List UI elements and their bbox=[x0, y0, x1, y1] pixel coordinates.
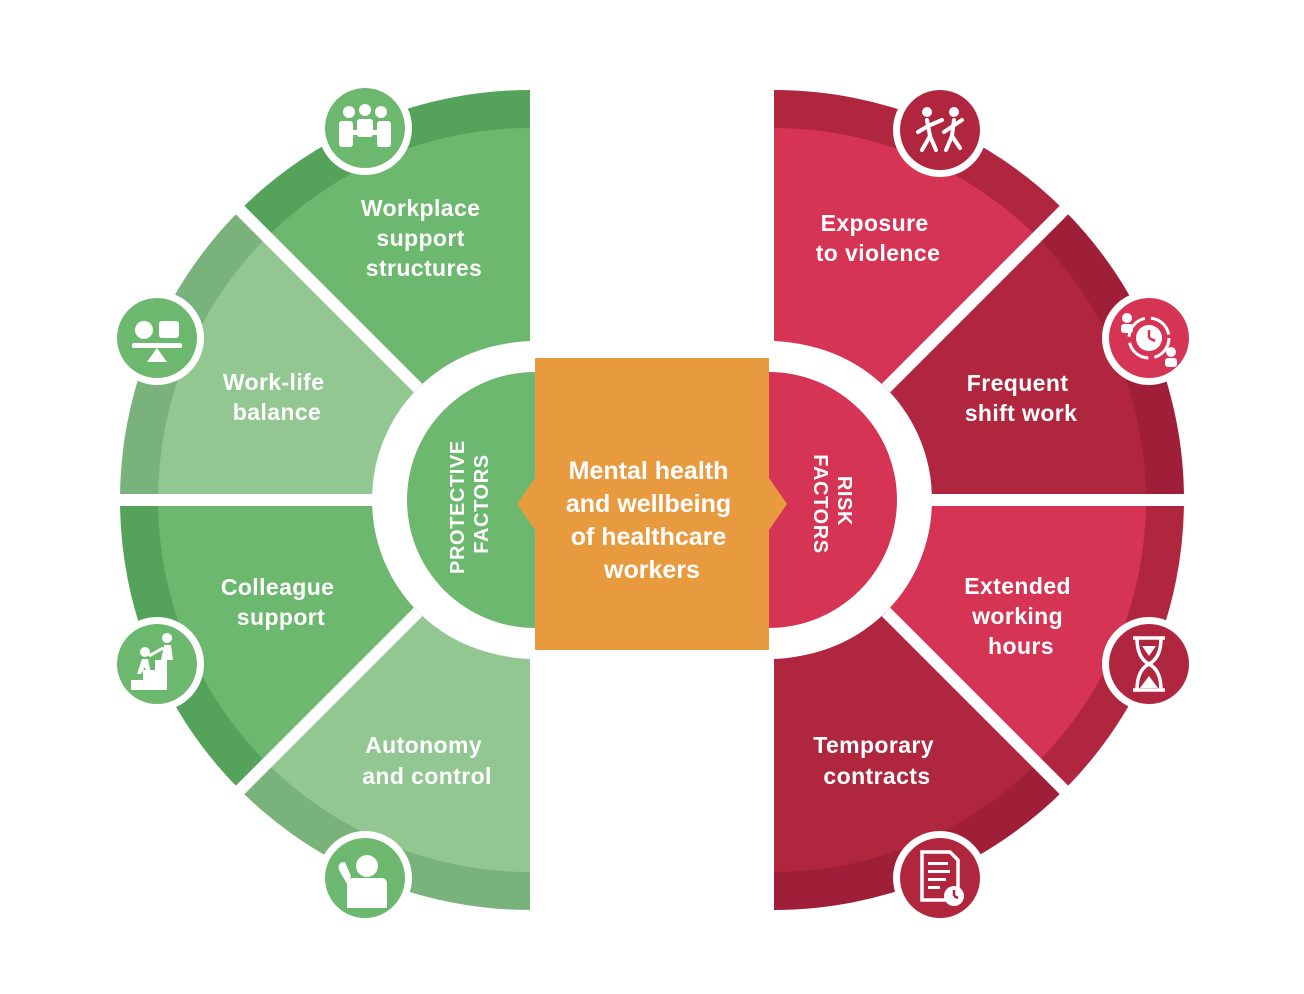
segment-temporary-contracts-inner bbox=[774, 612, 1037, 872]
segment-work-life-balance-inner bbox=[158, 237, 418, 500]
segment-label-line: Work-life bbox=[223, 369, 325, 395]
segment-label-line: support bbox=[237, 604, 325, 630]
segment-label-line: support bbox=[376, 225, 464, 251]
segment-workplace-support-inner bbox=[267, 128, 530, 388]
hourglass-icon bbox=[1102, 617, 1196, 711]
segment-label-line: to violence bbox=[816, 240, 941, 266]
label-shift-work: Frequent shift work bbox=[965, 370, 1078, 426]
center-title-line: and wellbeing bbox=[566, 490, 731, 518]
risk-label-line: RISK bbox=[833, 476, 855, 526]
segment-label-line: Temporary bbox=[813, 732, 934, 758]
risk-factors-half bbox=[769, 89, 1194, 910]
segment-shift-work-inner bbox=[886, 237, 1146, 500]
balance-scale-icon bbox=[110, 291, 204, 385]
label-exposure-violence: Exposure to violence bbox=[816, 210, 941, 266]
team-meeting-icon bbox=[318, 81, 412, 175]
center-title-line: workers bbox=[603, 556, 700, 584]
strong-person-icon bbox=[318, 831, 412, 925]
risk-label-line: FACTORS bbox=[809, 454, 831, 553]
segment-label-line: hours bbox=[988, 633, 1054, 659]
protective-factors-half bbox=[110, 89, 535, 911]
segment-label-line: Colleague bbox=[221, 574, 335, 600]
segment-label-line: and control bbox=[362, 763, 492, 789]
segment-autonomy-control-inner bbox=[267, 612, 530, 872]
helping-climb-icon bbox=[110, 617, 204, 711]
center-ring bbox=[376, 341, 928, 659]
segment-label-line: contracts bbox=[823, 763, 930, 789]
segment-label-line: Autonomy bbox=[365, 732, 482, 758]
center-box: Mental health and wellbeing of healthcar… bbox=[517, 358, 787, 650]
segment-colleague-support-inner bbox=[158, 500, 418, 763]
protective-factors-label: PROTECTIVE FACTORS bbox=[447, 434, 493, 574]
segment-label-line: shift work bbox=[965, 400, 1078, 426]
protective-inner-cap bbox=[407, 372, 535, 628]
fighting-people-icon bbox=[893, 83, 987, 177]
segment-label-line: Frequent bbox=[967, 370, 1069, 396]
protective-separators bbox=[110, 197, 423, 803]
contract-document-icon bbox=[893, 831, 987, 925]
protective-label-line: FACTORS bbox=[471, 454, 493, 553]
center-title-line: of healthcare bbox=[571, 523, 727, 551]
center-title: Mental health and wellbeing of healthcar… bbox=[566, 457, 738, 584]
label-work-life-balance: Work-life balance bbox=[223, 369, 331, 425]
segment-label-line: working bbox=[971, 603, 1063, 629]
segment-extended-hours-inner bbox=[886, 500, 1146, 763]
segment-label-line: Extended bbox=[964, 573, 1071, 599]
label-colleague-support: Colleague support bbox=[221, 574, 341, 630]
segment-label-line: Workplace bbox=[361, 195, 481, 221]
protective-label-line: PROTECTIVE bbox=[447, 440, 469, 574]
segment-label-line: balance bbox=[233, 399, 321, 425]
risk-factors-label: RISK FACTORS bbox=[809, 454, 855, 553]
segment-exposure-violence-inner bbox=[774, 128, 1037, 388]
risk-separators bbox=[881, 197, 1194, 803]
label-extended-hours: Extended working hours bbox=[964, 573, 1078, 659]
shift-clock-icon bbox=[1102, 291, 1196, 385]
center-title-line: Mental health bbox=[569, 457, 729, 485]
label-workplace-support: Workplace support structures bbox=[361, 195, 487, 281]
label-temporary-contracts: Temporary contracts bbox=[813, 732, 941, 789]
segment-label-line: Exposure bbox=[821, 210, 929, 236]
label-autonomy-control: Autonomy and control bbox=[362, 732, 492, 789]
risk-inner-cap bbox=[769, 372, 897, 628]
segment-label-line: structures bbox=[366, 255, 482, 281]
